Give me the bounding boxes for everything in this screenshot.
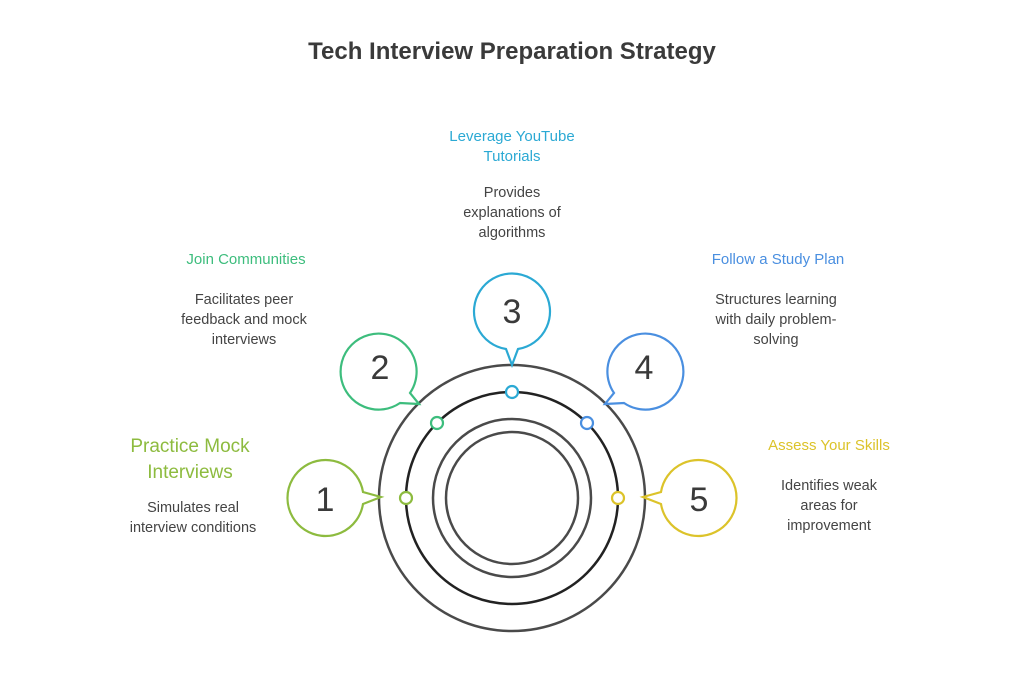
step-2-description: Facilitates peer feedback and mock inter… bbox=[181, 292, 307, 348]
bubble-5 bbox=[639, 458, 738, 538]
step-4-description: Structures learning with daily problem- … bbox=[715, 292, 837, 348]
bubble-1 bbox=[286, 458, 385, 538]
bubble-2 bbox=[339, 332, 422, 411]
marker-4 bbox=[579, 415, 595, 431]
diagram-title: Tech Interview Preparation Strategy bbox=[308, 38, 716, 65]
marker-3 bbox=[504, 384, 520, 400]
step-number-2: 2 bbox=[371, 349, 390, 387]
bubble-3 bbox=[472, 272, 552, 369]
step-5-description: Identifies weak areas for improvement bbox=[781, 478, 877, 534]
marker-1 bbox=[398, 490, 414, 506]
step-number-3: 3 bbox=[503, 293, 522, 331]
step-4-heading: Follow a Study Plan bbox=[711, 251, 845, 268]
core-ring bbox=[444, 430, 580, 566]
step-5-heading: Assess Your Skills bbox=[768, 437, 890, 454]
step-1-heading: Practice Mock Interviews bbox=[130, 436, 250, 483]
inner-ring bbox=[431, 417, 593, 579]
step-number-4: 4 bbox=[635, 349, 654, 387]
step-number-5: 5 bbox=[690, 481, 709, 519]
bubble-4 bbox=[602, 332, 685, 411]
marker-2 bbox=[429, 415, 445, 431]
step-3-heading: Leverage YouTube Tutorials bbox=[449, 128, 575, 165]
step-2-heading: Join Communities bbox=[186, 251, 306, 268]
marker-5 bbox=[610, 490, 626, 506]
step-3-description: Provides explanations of algorithms bbox=[463, 185, 561, 241]
step-1-description: Simulates real interview conditions bbox=[129, 500, 257, 536]
step-number-1: 1 bbox=[316, 481, 335, 519]
